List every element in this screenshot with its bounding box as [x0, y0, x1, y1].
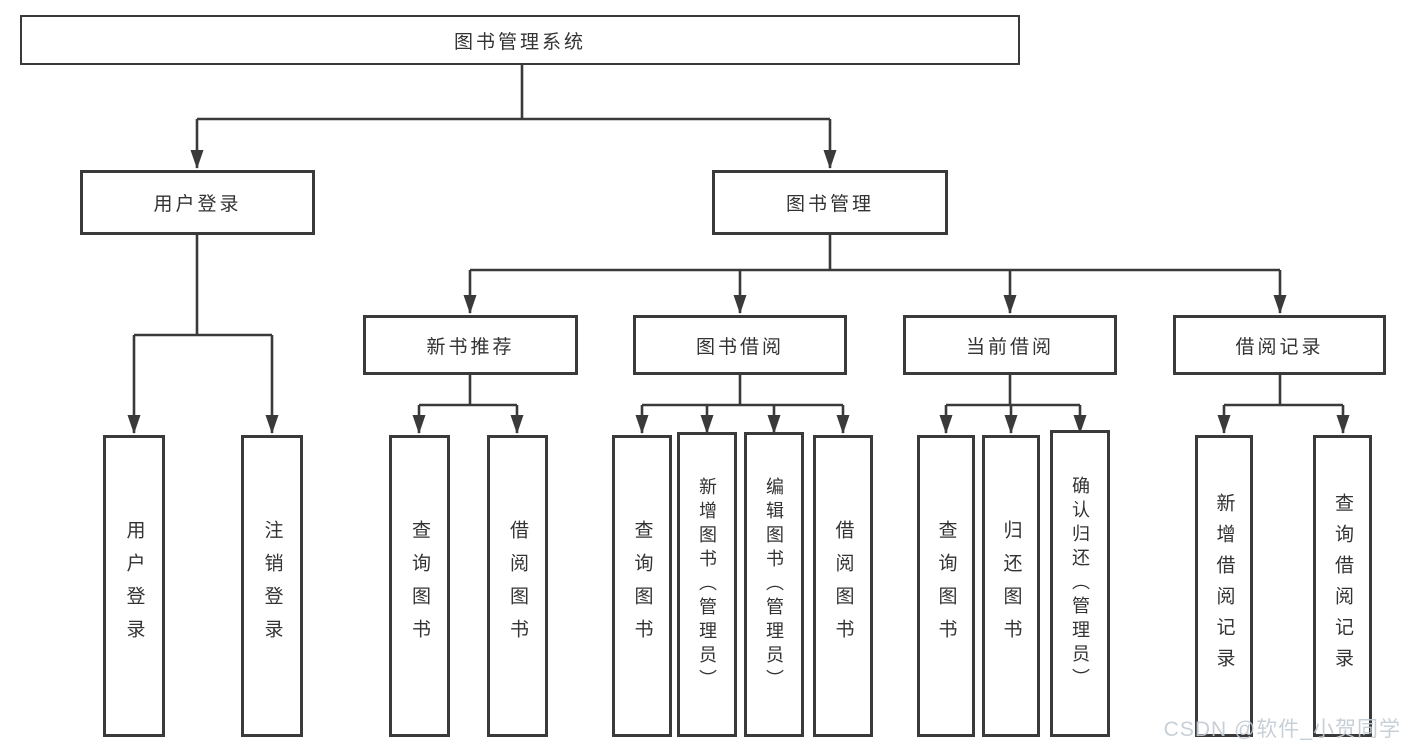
- node-book-management: 图书管理: [712, 170, 948, 235]
- leaf-add-book-admin-label: 新增图书（管理员）: [697, 476, 717, 693]
- leaf-logout-login: 注销登录: [241, 435, 303, 737]
- leaf-query-borrow-record: 查询借阅记录: [1313, 435, 1372, 737]
- leaf-borrow-book-label: 借阅图书: [832, 520, 854, 652]
- leaf-borrow-book: 借阅图书: [813, 435, 873, 737]
- node-user-login-label: 用户登录: [153, 194, 242, 215]
- node-new-book-recommend: 新书推荐: [363, 315, 578, 375]
- node-root-label: 图书管理系统: [453, 31, 586, 53]
- node-book-management-label: 图书管理: [785, 194, 874, 215]
- node-borrow-record: 借阅记录: [1173, 315, 1386, 375]
- leaf-return-book: 归还图书: [982, 435, 1040, 737]
- leaf-edit-book-admin-label: 编辑图书（管理员）: [764, 476, 784, 693]
- leaf-add-book-admin: 新增图书（管理员）: [677, 432, 737, 737]
- leaf-recommend-query-book-label: 查询图书: [409, 520, 430, 652]
- leaf-recommend-borrow-book: 借阅图书: [487, 435, 548, 737]
- leaf-recommend-borrow-book-label: 借阅图书: [507, 520, 528, 652]
- leaf-user-login: 用户登录: [103, 435, 165, 737]
- leaf-current-query-book: 查询图书: [917, 435, 975, 737]
- node-user-login: 用户登录: [80, 170, 315, 235]
- leaf-confirm-return-admin: 确认归还（管理员）: [1050, 430, 1110, 737]
- node-root-system: 图书管理系统: [20, 15, 1020, 65]
- leaf-borrow-query-book-label: 查询图书: [631, 520, 653, 652]
- csdn-watermark: CSDN @软件_小贺同学: [1163, 718, 1401, 741]
- leaf-query-borrow-record-label: 查询借阅记录: [1332, 493, 1353, 679]
- leaf-current-query-book-label: 查询图书: [935, 520, 957, 652]
- leaf-add-borrow-record-label: 新增借阅记录: [1213, 493, 1235, 679]
- leaf-confirm-return-admin-label: 确认归还（管理员）: [1070, 475, 1090, 692]
- node-current-borrow: 当前借阅: [903, 315, 1117, 375]
- leaf-return-book-label: 归还图书: [1000, 520, 1022, 652]
- leaf-logout-login-label: 注销登录: [261, 520, 283, 652]
- node-current-borrow-label: 当前借阅: [965, 336, 1054, 358]
- leaf-edit-book-admin: 编辑图书（管理员）: [744, 432, 804, 737]
- leaf-user-login-label: 用户登录: [123, 520, 145, 652]
- node-borrow-record-label: 借阅记录: [1235, 336, 1324, 358]
- node-new-book-recommend-label: 新书推荐: [426, 336, 515, 358]
- leaf-borrow-query-book: 查询图书: [612, 435, 672, 737]
- node-book-borrow: 图书借阅: [633, 315, 847, 375]
- leaf-recommend-query-book: 查询图书: [389, 435, 450, 737]
- node-book-borrow-label: 图书借阅: [695, 336, 784, 358]
- leaf-add-borrow-record: 新增借阅记录: [1195, 435, 1253, 737]
